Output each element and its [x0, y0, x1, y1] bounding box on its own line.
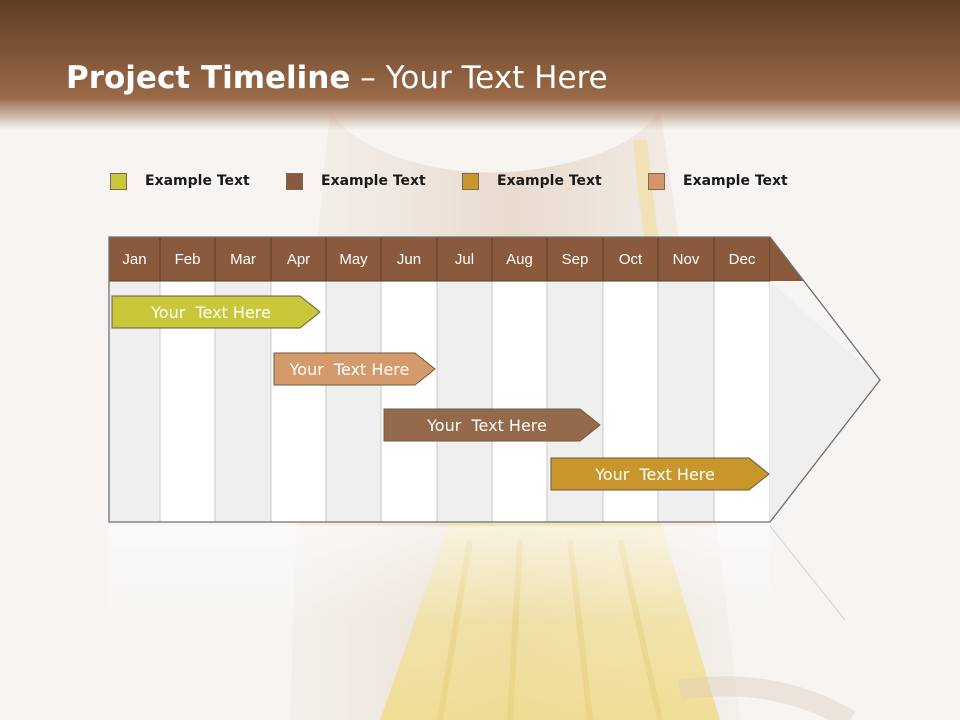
month-header-sep — [546, 236, 604, 282]
reflection-edge-right — [769, 525, 846, 621]
legend-swatch-2 — [286, 172, 303, 190]
month-header-feb — [159, 236, 216, 282]
legend-swatch-3 — [462, 172, 479, 190]
month-header-jan — [108, 236, 161, 282]
month-header-mar — [214, 236, 272, 282]
reflection-panel — [109, 526, 770, 622]
month-label-jan: Jan — [122, 251, 146, 268]
legend-item-4: Example Text — [648, 171, 788, 191]
task-bar-1 — [111, 295, 321, 329]
timeline-reflection — [108, 525, 846, 622]
month-column-jul — [436, 280, 493, 523]
month-column-aug — [491, 280, 548, 523]
task-bar-3 — [383, 408, 601, 442]
task-bar-label-4: Your Text Here — [594, 465, 715, 484]
month-label-oct: Oct — [619, 251, 643, 268]
header-band — [0, 0, 960, 130]
month-label-aug: Aug — [506, 251, 533, 268]
timeline-arrow-head — [108, 236, 881, 523]
task-bar-label-1: Your Text Here — [150, 303, 271, 322]
month-label-nov: Nov — [673, 251, 700, 268]
month-header-aug — [491, 236, 548, 282]
month-header-nov — [657, 236, 715, 282]
timeline-outline — [108, 236, 881, 523]
task-bar-4 — [550, 457, 770, 491]
month-header-jul — [436, 236, 493, 282]
title-bold: Project Timeline — [66, 60, 351, 96]
month-label-may: May — [339, 251, 368, 268]
task-bar-2 — [273, 352, 436, 386]
month-column-jun — [380, 280, 438, 523]
month-header-may — [325, 236, 382, 282]
month-label-sep: Sep — [562, 251, 589, 268]
page-title: Project Timeline – Your Text Here — [66, 60, 608, 96]
task-bar-label-3: Your Text Here — [426, 416, 547, 435]
timeline-header: Jan Feb Mar Apr May Jun Jul Aug Sep Oct Nov Dec — [108, 236, 771, 282]
month-label-apr: Apr — [287, 251, 310, 268]
legend-swatch-1 — [110, 172, 127, 190]
month-label-mar: Mar — [230, 251, 256, 268]
month-header-jun — [380, 236, 438, 282]
legend-item-1: Example Text — [110, 171, 250, 191]
legend-item-3: Example Text — [462, 171, 602, 191]
arrow-head-body — [770, 281, 880, 522]
month-label-jul: Jul — [455, 251, 474, 268]
legend-label-4: Example Text — [683, 173, 788, 189]
month-label-dec: Dec — [729, 251, 756, 268]
legend-item-2: Example Text — [286, 171, 426, 191]
legend-swatch-4 — [648, 172, 665, 190]
legend-label-1: Example Text — [145, 173, 250, 189]
legend-label-2: Example Text — [321, 173, 426, 189]
legend-label-3: Example Text — [497, 173, 602, 189]
month-label-feb: Feb — [175, 251, 201, 268]
month-header-oct — [602, 236, 659, 282]
month-column-may — [325, 280, 382, 523]
task-bar-label-2: Your Text Here — [289, 360, 410, 379]
title-rest: – Your Text Here — [350, 60, 608, 96]
month-label-jun: Jun — [397, 251, 421, 268]
month-header-apr — [270, 236, 327, 282]
